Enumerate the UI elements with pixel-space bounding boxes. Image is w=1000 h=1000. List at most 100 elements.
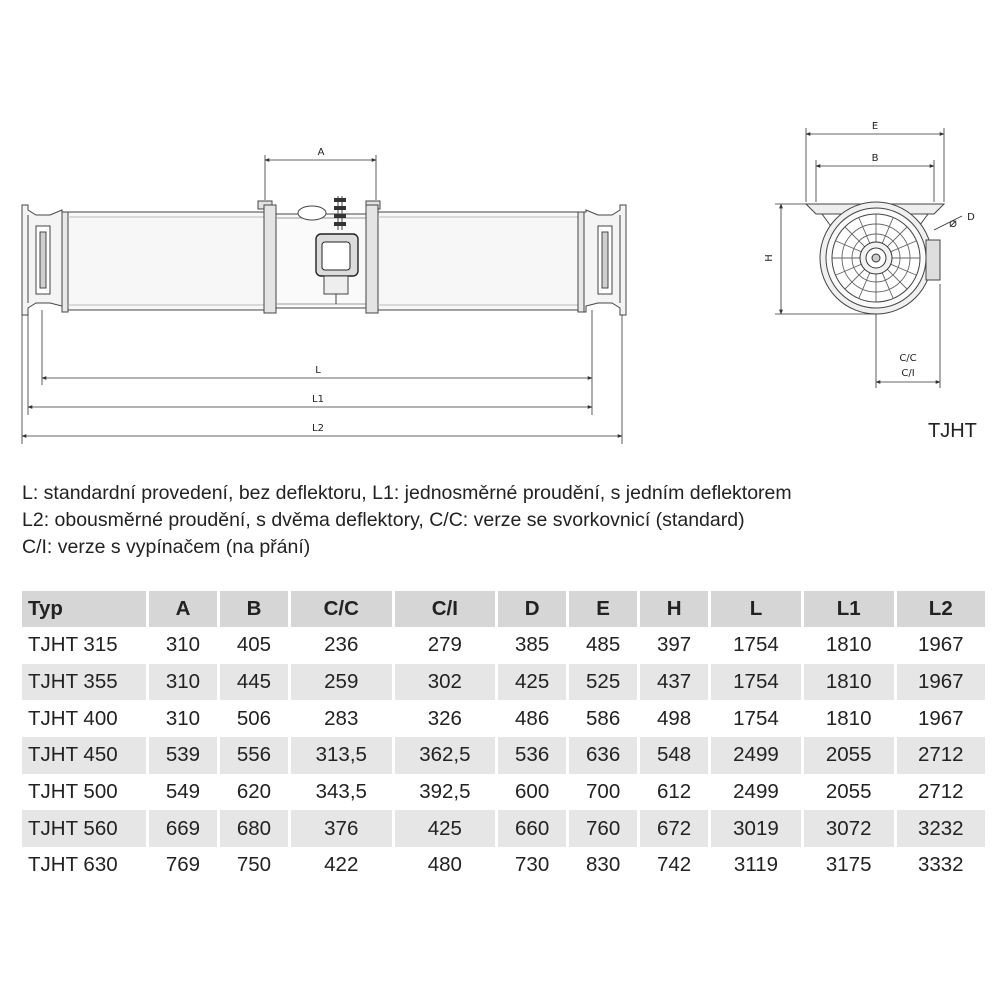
dim-e-label: E xyxy=(872,121,878,132)
header-l1: L1 xyxy=(800,591,896,627)
table-cell: 672 xyxy=(637,810,710,848)
left-tube-section xyxy=(67,200,277,314)
table-cell: 326 xyxy=(391,700,497,738)
fan-housing xyxy=(275,196,373,309)
table-cell: 1810 xyxy=(800,700,896,738)
table-cell: 480 xyxy=(391,847,497,884)
header-e: E xyxy=(566,591,639,627)
table-cell: 2055 xyxy=(800,737,896,774)
table-cell: 498 xyxy=(637,700,710,738)
table-cell: 536 xyxy=(495,737,568,774)
table-cell: 680 xyxy=(216,810,290,848)
table-cell: 1754 xyxy=(708,663,803,701)
legend-line: L2: obousměrné proudění, s dvěma deflekt… xyxy=(22,509,745,531)
side-view xyxy=(21,155,627,444)
dim-h-label: H xyxy=(764,254,775,262)
table-cell: 1754 xyxy=(708,700,803,738)
front-view xyxy=(775,128,963,388)
dim-l1 xyxy=(27,315,593,415)
table-cell: 2499 xyxy=(708,773,803,811)
table-cell-type: TJHT 315 xyxy=(28,633,118,657)
table-cell: 3332 xyxy=(893,847,985,884)
table-cell: 600 xyxy=(495,773,568,811)
dim-e xyxy=(805,128,945,202)
diameter-symbol: ⌀ xyxy=(949,216,957,231)
dim-cc-ci xyxy=(875,284,941,388)
table-cell: 437 xyxy=(637,663,710,701)
table-cell: 556 xyxy=(216,737,290,774)
dim-a-label: A xyxy=(318,147,325,158)
table-header-row: Typ A B C/C C/I D E H L L1 L2 xyxy=(22,591,985,627)
table-cell: 730 xyxy=(495,847,568,884)
table-cell: 539 xyxy=(146,737,219,774)
table-cell: 313,5 xyxy=(287,737,394,774)
header-ci: C/I xyxy=(391,591,497,627)
table-cell: 750 xyxy=(216,847,290,884)
table-cell: 302 xyxy=(391,663,497,701)
table-cell: 279 xyxy=(391,627,497,664)
dim-l-label: L xyxy=(315,365,321,376)
table-cell: 376 xyxy=(287,810,394,848)
table-cell-type: TJHT 630 xyxy=(28,853,118,877)
table-cell-type: TJHT 400 xyxy=(28,706,118,730)
table-cell: 700 xyxy=(566,773,639,811)
legend-line: C/I: verze s vypínačem (na přání) xyxy=(22,536,311,558)
dim-a xyxy=(264,155,377,200)
table-cell-type: TJHT 450 xyxy=(22,737,148,774)
table-cell: 397 xyxy=(637,627,710,664)
table-cell: 1967 xyxy=(893,627,985,664)
right-tube-section xyxy=(365,200,579,314)
table-cell: 3072 xyxy=(800,810,896,848)
table-cell: 392,5 xyxy=(391,773,497,811)
dim-ci-label: C/I xyxy=(901,368,914,379)
table-cell: 405 xyxy=(216,627,290,664)
header-b: B xyxy=(216,591,290,627)
table-cell: 2055 xyxy=(800,773,896,811)
table-cell: 548 xyxy=(637,737,710,774)
table-cell: 283 xyxy=(287,700,394,738)
header-d: D xyxy=(495,591,568,627)
table-cell: 830 xyxy=(566,847,639,884)
table-cell: 506 xyxy=(216,700,290,738)
table-cell: 385 xyxy=(495,627,568,664)
table-cell: 549 xyxy=(146,773,219,811)
table-cell: 3119 xyxy=(708,847,803,884)
header-a: A xyxy=(146,591,219,627)
table-cell: 1810 xyxy=(800,663,896,701)
table-cell: 485 xyxy=(566,627,639,664)
technical-drawing: A L L1 L2 xyxy=(21,121,975,444)
legend-line: L: standardní provedení, bez deflektoru,… xyxy=(22,482,792,504)
table-cell: 310 xyxy=(146,627,219,664)
header-h: H xyxy=(637,591,710,627)
table-cell: 3175 xyxy=(800,847,896,884)
dim-l2-label: L2 xyxy=(312,423,324,434)
dim-cc-label: C/C xyxy=(899,353,916,364)
table-cell-type: TJHT 355 xyxy=(22,663,148,701)
right-deflector xyxy=(583,204,627,316)
table-cell: 2499 xyxy=(708,737,803,774)
table-cell: 612 xyxy=(637,773,710,811)
table-cell: 236 xyxy=(287,627,394,664)
table-cell: 1754 xyxy=(708,627,803,664)
table-cell: 425 xyxy=(495,663,568,701)
table-cell: 660 xyxy=(495,810,568,848)
table-cell-type: TJHT 560 xyxy=(22,810,148,848)
legend-text: L: standardní provedení, bez deflektoru,… xyxy=(22,480,792,561)
model-label: TJHT xyxy=(928,420,977,442)
header-typ: Typ xyxy=(22,591,148,627)
table-cell: 3232 xyxy=(893,810,985,848)
table-cell: 586 xyxy=(566,700,639,738)
table-cell: 1967 xyxy=(893,700,985,738)
table-cell: 742 xyxy=(637,847,710,884)
dimensions-table: Typ A B C/C C/I D E H L L1 L2 TJHT 315 31… xyxy=(22,591,985,884)
table-cell: 445 xyxy=(216,663,290,701)
table-cell: 343,5 xyxy=(287,773,394,811)
table-cell: 769 xyxy=(146,847,219,884)
